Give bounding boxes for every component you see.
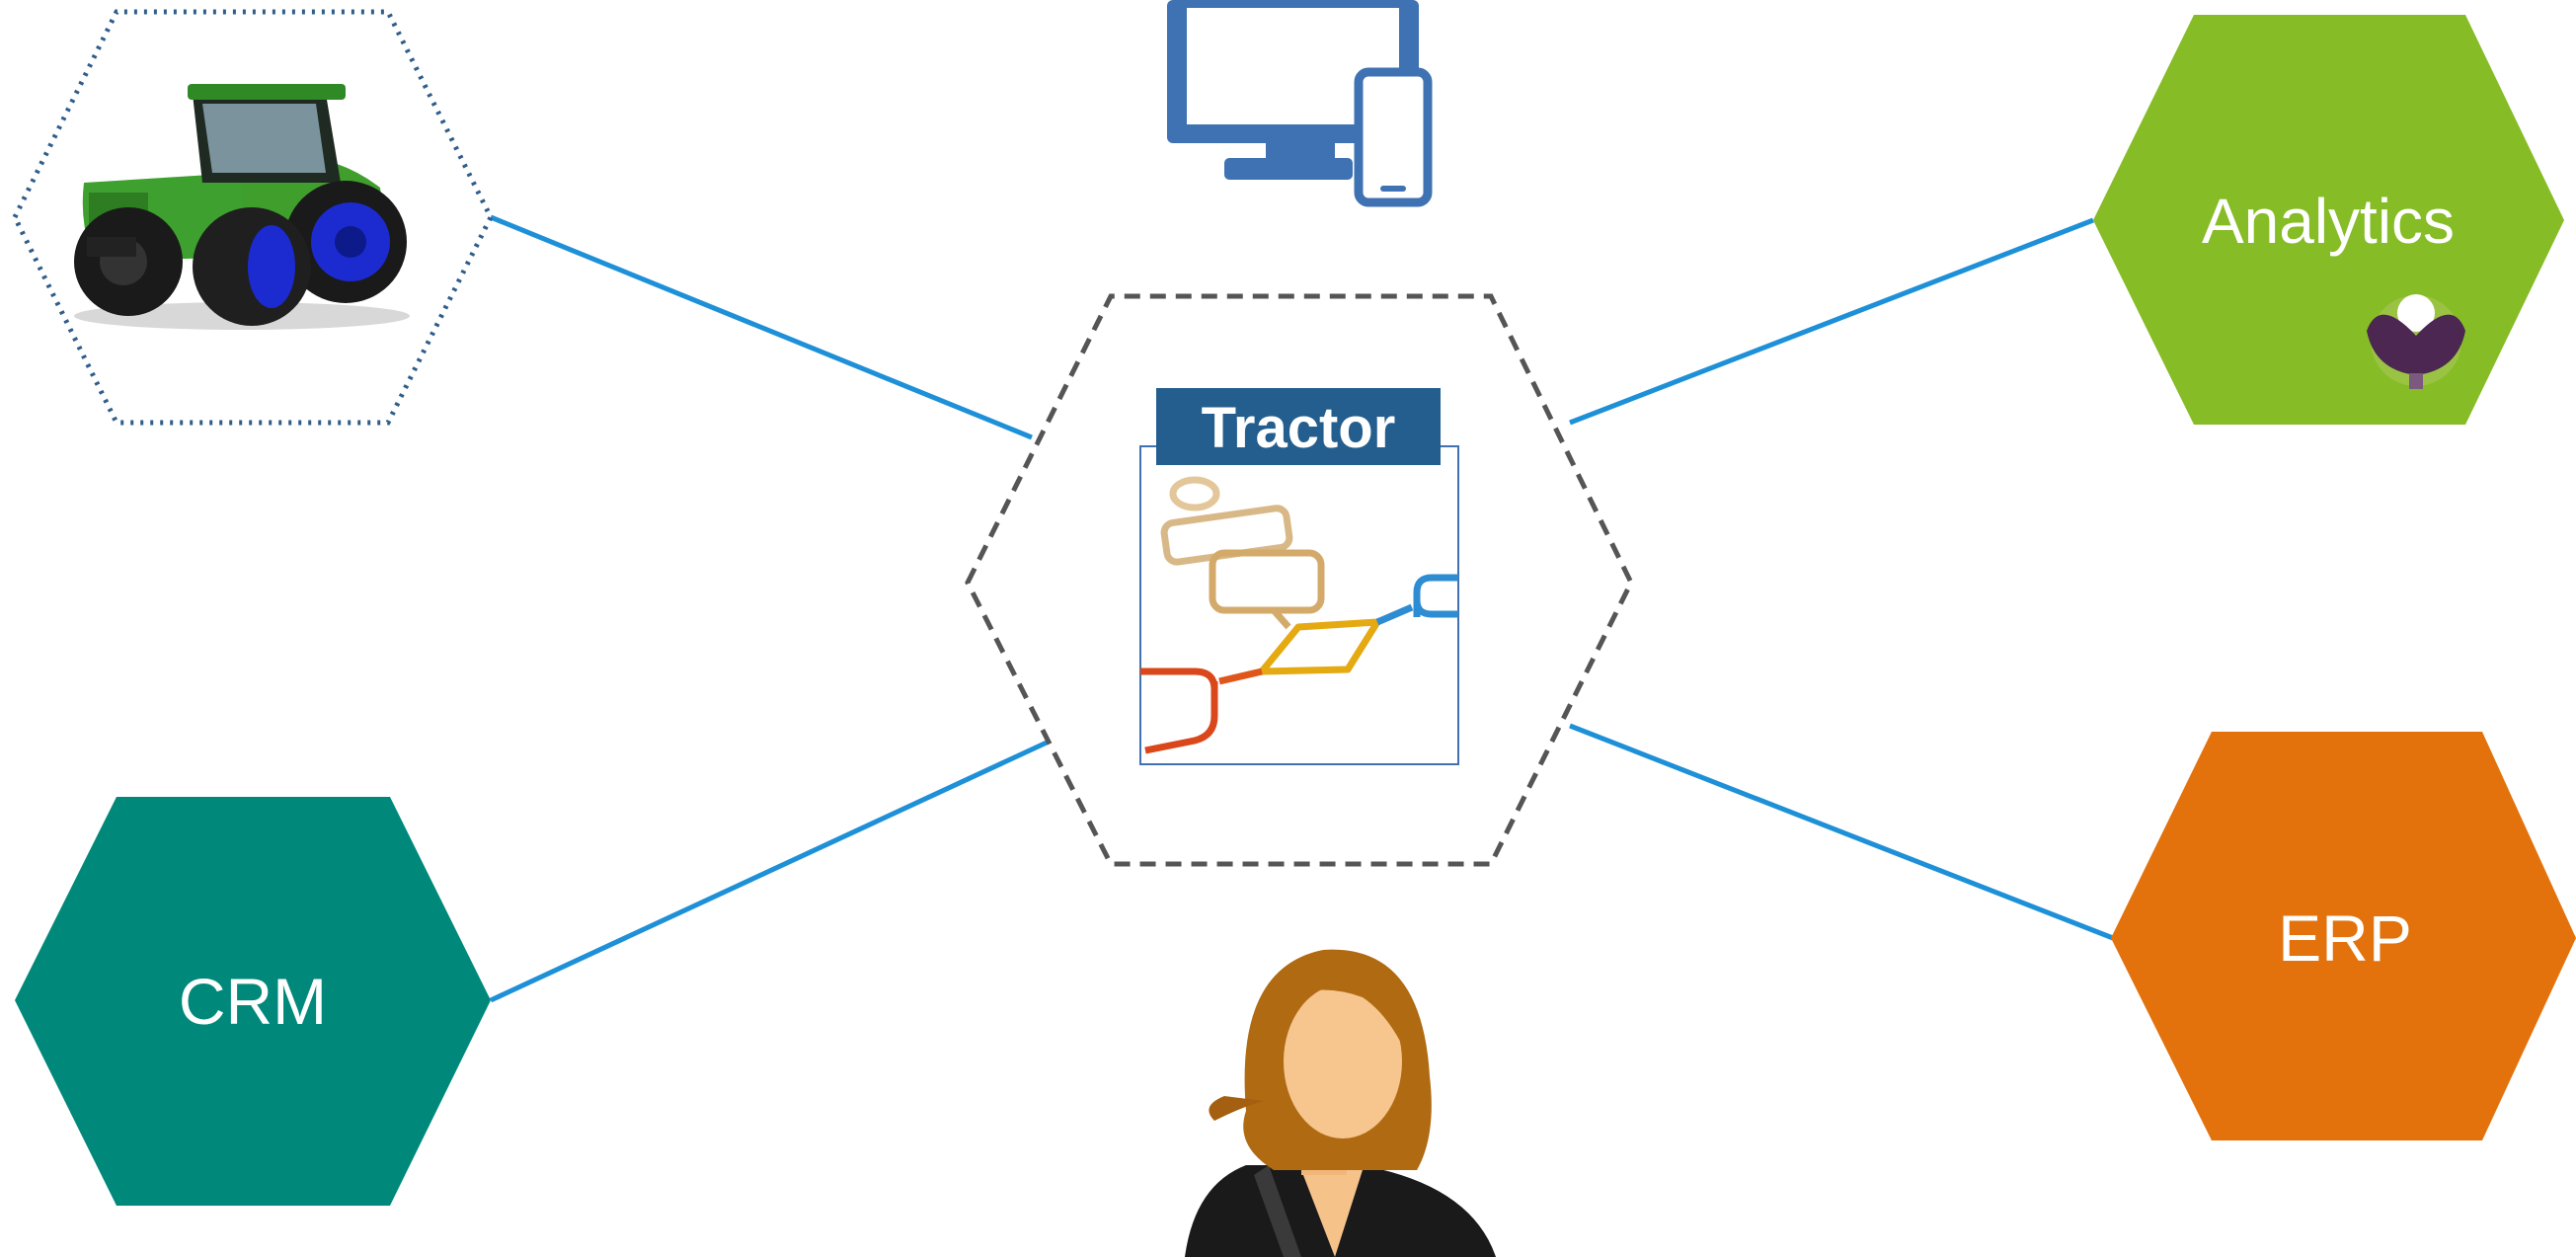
tractor-hexagon — [12, 9, 494, 426]
purple-bird-logo — [2367, 294, 2465, 389]
tractor-title-banner — [1156, 388, 1441, 465]
monitor-phone-icon — [1167, 0, 1433, 207]
erp-hexagon[interactable] — [2111, 732, 2576, 1140]
connector-crm — [489, 740, 1049, 1003]
connector-tractor — [490, 214, 1033, 440]
connector-erp — [1569, 723, 2114, 941]
erp-label: ERP — [2278, 902, 2412, 975]
user-avatar-icon — [1185, 949, 1496, 1257]
tractor-photo — [74, 84, 410, 330]
connector-analytics — [1569, 217, 2094, 426]
tractor-title: Tractor — [1202, 396, 1396, 460]
flowchart-illustration — [1140, 476, 1458, 754]
analytics-label: Analytics — [2202, 186, 2455, 257]
crm-hexagon[interactable] — [15, 797, 491, 1206]
crm-label: CRM — [179, 965, 327, 1038]
flowchart-card — [1139, 445, 1459, 765]
connectors — [489, 214, 2114, 1003]
tractor-hub-hexagon — [965, 293, 1634, 867]
